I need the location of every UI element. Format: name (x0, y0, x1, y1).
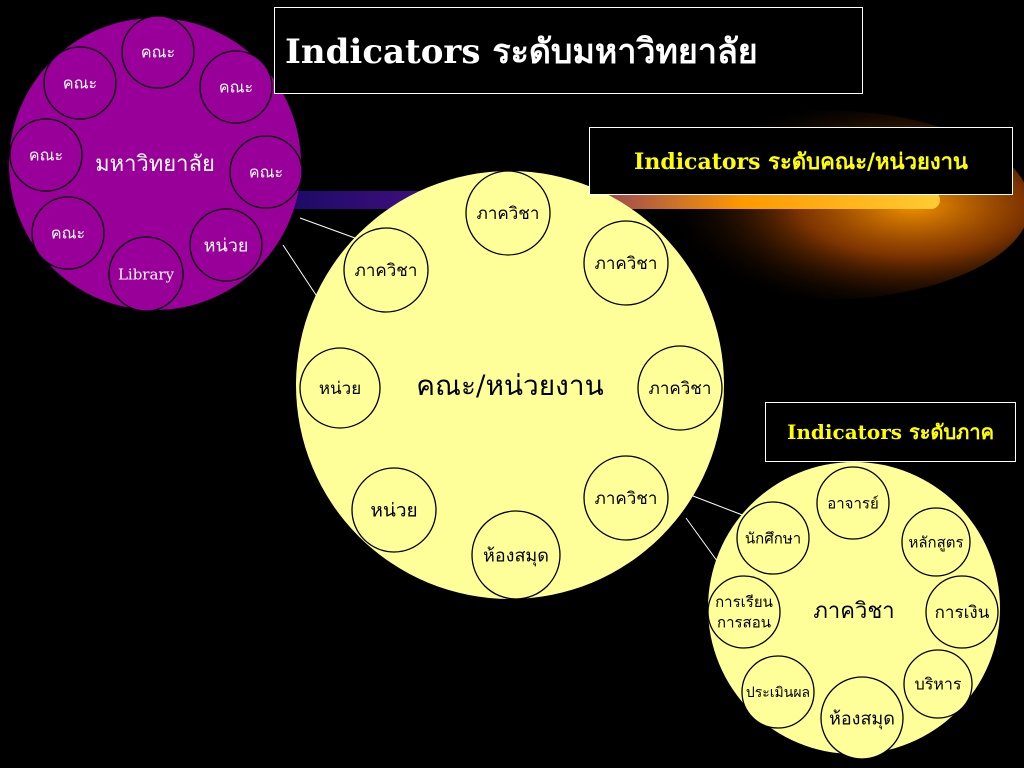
faculty-cluster: คณะ/หน่วยงาน ภาควิชาภาควิชาภาควิชาหน่วยภ… (296, 170, 724, 600)
title-university: Indicators ระดับมหาวิทยาลัย (274, 7, 863, 94)
faculty-node-circle (583, 220, 669, 306)
university-node-circle (199, 50, 273, 124)
department-node-label: หลักสูตร (908, 533, 963, 551)
university-node: คณะ (199, 50, 273, 124)
university-node: Library (108, 236, 184, 312)
faculty-node-label: ภาควิชา (355, 261, 418, 281)
department-node-label: อาจารย์ (827, 494, 879, 512)
department-node-circle (901, 507, 971, 577)
department-node-label: การเรียน (715, 593, 773, 611)
department-cluster: ภาควิชา อาจารย์นักศึกษาหลักสูตรการเรียนก… (707, 462, 1000, 760)
title-faculty-text: Indicators ระดับคณะ/หน่วยงาน (634, 148, 968, 175)
department-node-label: นักศึกษา (745, 529, 801, 547)
department-node: หลักสูตร (901, 507, 971, 577)
department-node: การเงิน (925, 575, 999, 649)
university-node: คณะ (31, 196, 105, 270)
university-node-label: หน่วย (204, 235, 249, 256)
department-center-label: ภาควิชา (813, 599, 894, 624)
university-node-circle (229, 135, 303, 209)
university-node: คณะ (229, 135, 303, 209)
title-department-text: Indicators ระดับภาค (787, 420, 994, 444)
faculty-node: ภาควิชา (583, 220, 669, 306)
department-node-label: การสอน (717, 613, 771, 631)
faculty-node-label: หน่วย (319, 379, 361, 399)
department-node: นักศึกษา (736, 501, 810, 575)
university-node: หน่วย (189, 208, 263, 282)
title-faculty: Indicators ระดับคณะ/หน่วยงาน (589, 127, 1013, 195)
department-node-circle (707, 575, 781, 649)
department-node-circle (816, 466, 890, 540)
faculty-node-label: หน่วย (370, 500, 417, 522)
department-node: ประเมินผล (741, 655, 815, 729)
faculty-node: ห้องสมุด (471, 510, 561, 600)
title-university-text: Indicators ระดับมหาวิทยาลัย (285, 31, 758, 72)
faculty-node-label: ภาควิชา (649, 379, 712, 399)
university-node-label: คณะ (63, 74, 97, 93)
university-cluster: มหาวิทยาลัย คณะคณะคณะคณะคณะคณะหน่วยLibra… (9, 15, 303, 312)
university-node-label: คณะ (249, 163, 283, 182)
university-node-circle (43, 46, 117, 120)
university-node-circle (108, 236, 184, 312)
faculty-node-circle (583, 455, 669, 541)
faculty-node-label: ห้องสมุด (483, 545, 549, 566)
faculty-node-circle (471, 510, 561, 600)
faculty-node-circle (637, 345, 723, 431)
department-node: อาจารย์ (816, 466, 890, 540)
university-node: คณะ (121, 15, 195, 89)
department-node-label: ห้องสมุด (829, 708, 895, 729)
university-node-circle (189, 208, 263, 282)
title-department: Indicators ระดับภาค (765, 402, 1016, 462)
department-node-label: ประเมินผล (746, 685, 810, 701)
department-node-circle (925, 575, 999, 649)
faculty-node-label: ภาควิชา (595, 489, 658, 509)
university-node-label: คณะ (219, 78, 253, 97)
faculty-center-label: คณะ/หน่วยงาน (416, 369, 603, 402)
university-node-circle (31, 196, 105, 270)
faculty-node-label: ภาควิชา (595, 254, 658, 274)
university-node-label: คณะ (51, 224, 85, 243)
university-node-circle (121, 15, 195, 89)
university-node: คณะ (43, 46, 117, 120)
faculty-node: ภาควิชา (637, 345, 723, 431)
department-node-circle (736, 501, 810, 575)
department-node-label: บริหาร (915, 675, 962, 694)
connector-lines (282, 217, 746, 566)
department-node: ห้องสมุด (820, 676, 904, 760)
faculty-node-circle (343, 227, 429, 313)
university-node-label: คณะ (141, 43, 175, 62)
department-node: บริหาร (903, 649, 973, 719)
faculty-node: หน่วย (351, 467, 437, 553)
university-node-circle (9, 118, 83, 192)
university-node-label: Library (118, 265, 175, 283)
faculty-node: ภาควิชา (583, 455, 669, 541)
university-node: คณะ (9, 118, 83, 192)
department-node-circle (903, 649, 973, 719)
faculty-node-circle (465, 170, 551, 256)
faculty-node: ภาควิชา (465, 170, 551, 256)
faculty-node-circle (351, 467, 437, 553)
university-node-label: คณะ (29, 146, 63, 165)
faculty-node-circle (299, 347, 381, 429)
department-node-circle (820, 676, 904, 760)
university-center-label: มหาวิทยาลัย (95, 152, 215, 177)
faculty-node-label: ภาควิชา (477, 204, 540, 224)
department-node-circle (741, 655, 815, 729)
faculty-node: ภาควิชา (343, 227, 429, 313)
department-node-label: การเงิน (935, 603, 990, 623)
faculty-node: หน่วย (299, 347, 381, 429)
